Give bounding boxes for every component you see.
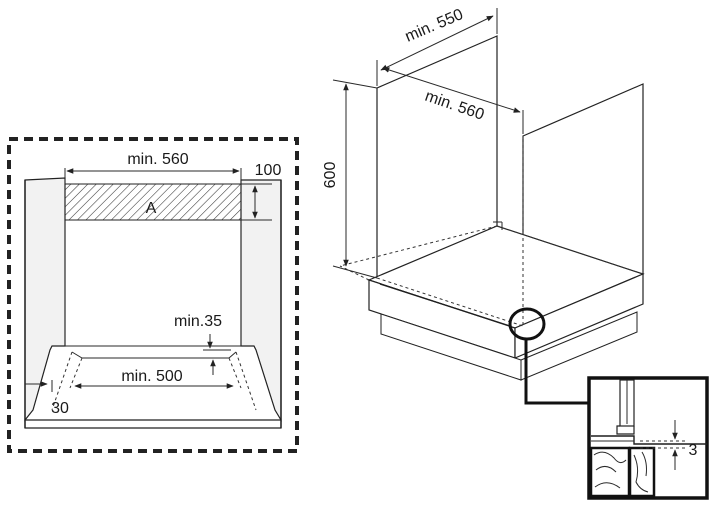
height-label: 600: [322, 162, 339, 189]
depth-dimension: [380, 15, 494, 71]
gap-label: min.35: [174, 313, 222, 330]
area-a-label: A: [146, 200, 157, 217]
detail-leader: [524, 340, 589, 405]
depth-label: min. 550: [403, 6, 466, 46]
kick-side: [520, 311, 638, 381]
front-view: A min. 560 100 min.35 min. 500 30: [7, 137, 299, 453]
front-view-dashed-border: [7, 137, 299, 453]
bottom-width-label: min. 500: [121, 368, 182, 385]
width-dimension: [382, 67, 521, 113]
top-depth-label: 100: [255, 162, 282, 179]
hatched-area-a: [64, 183, 242, 221]
base-block-left: [589, 446, 631, 498]
perspective-view: 600 min. 550 min. 560: [322, 6, 645, 405]
right-side-panel: [240, 179, 282, 423]
front-base: [24, 419, 282, 429]
detail-callout-circle: [508, 307, 546, 341]
front-width-label: min. 560: [127, 151, 188, 168]
plinth-side: [514, 273, 644, 359]
detail-gap-label: 3: [689, 442, 698, 459]
detail-view: 3: [587, 376, 709, 500]
side-label: 30: [51, 400, 69, 417]
